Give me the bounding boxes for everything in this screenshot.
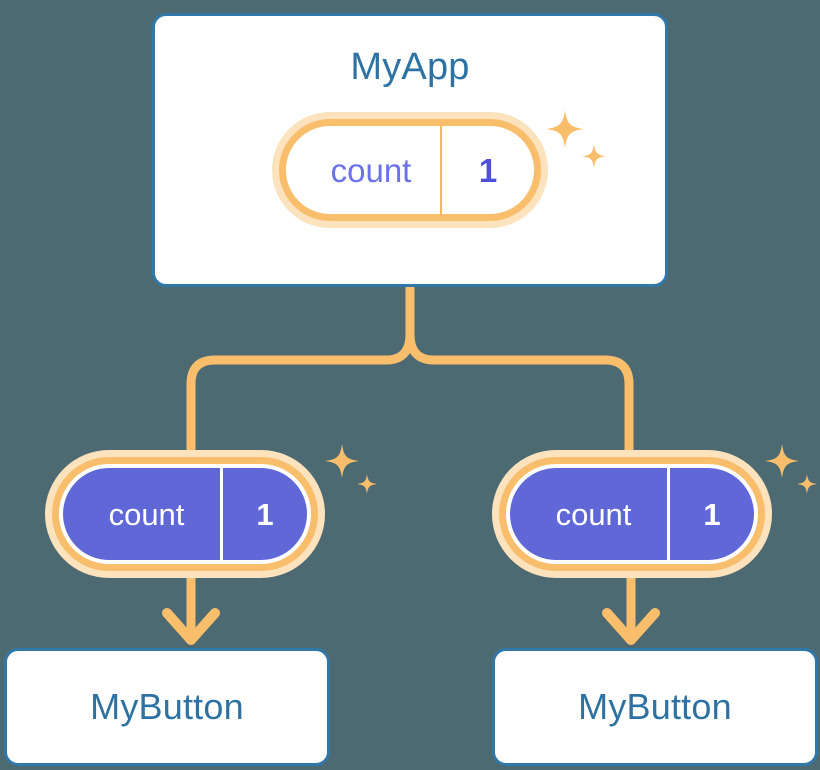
state-pill-value: 1 xyxy=(667,468,754,560)
button-card-left[interactable]: MyButton xyxy=(4,648,330,766)
state-pill-key: count xyxy=(555,496,632,532)
state-pill-key: count xyxy=(108,496,185,532)
connector-left-branch xyxy=(186,283,415,457)
button-card-right[interactable]: MyButton xyxy=(492,648,818,766)
page-title: MyApp xyxy=(350,46,470,88)
arrow-down-icon-right xyxy=(602,576,660,645)
state-pill-value: 1 xyxy=(440,126,534,214)
connector-right-branch xyxy=(405,283,634,457)
state-pill-child-right[interactable]: count 1 xyxy=(492,450,772,578)
button-card-title: MyButton xyxy=(90,686,244,727)
state-pill-app[interactable]: count 1 xyxy=(272,112,548,228)
state-pill-key: count xyxy=(330,151,412,189)
sparkles-icon xyxy=(325,444,377,494)
state-pill-child-left[interactable]: count 1 xyxy=(45,450,325,578)
button-card-title: MyButton xyxy=(578,686,732,727)
state-pill-value: 1 xyxy=(220,468,307,560)
arrow-down-icon-left xyxy=(162,576,220,645)
